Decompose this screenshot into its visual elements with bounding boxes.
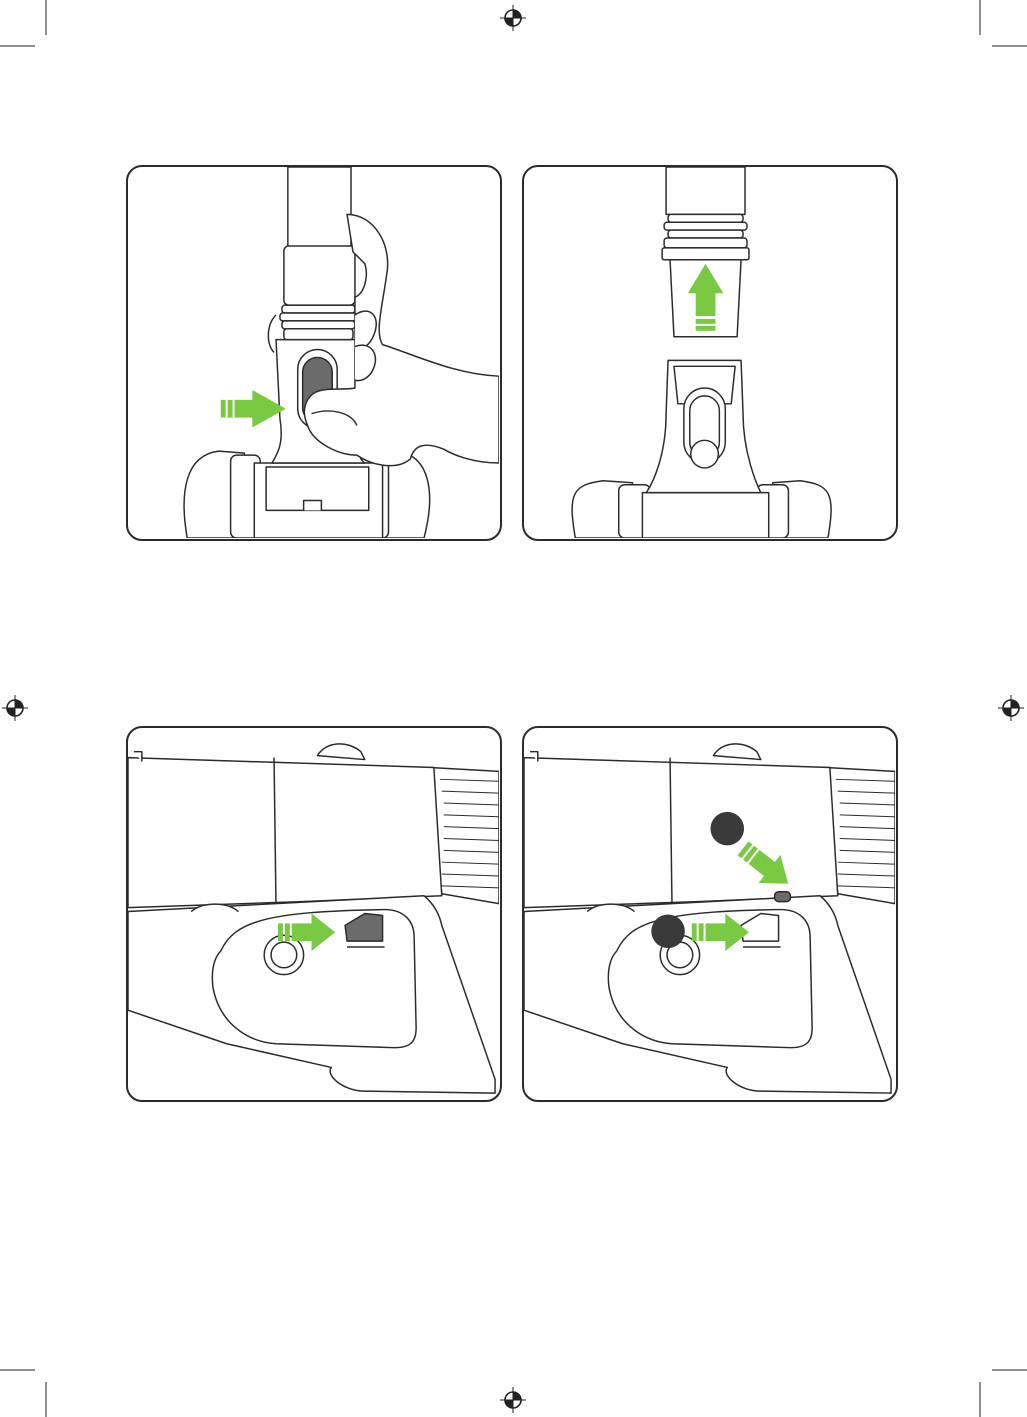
crosshair-target-icon	[500, 5, 526, 31]
crosshair-target-icon	[2, 695, 28, 721]
illustration-panel-2	[522, 165, 898, 541]
arrow-right-icon	[221, 390, 286, 427]
wand-release-illustration	[128, 167, 499, 538]
trigger-unlock-illustration	[524, 728, 895, 1099]
trigger-lock-illustration	[128, 728, 499, 1099]
illustration-panel-4	[522, 726, 898, 1102]
crosshair-target-icon	[500, 1387, 526, 1413]
step-badge-2	[651, 914, 685, 948]
illustration-panel-1	[126, 165, 502, 541]
crosshair-target-icon	[998, 695, 1024, 721]
step-badge-1	[710, 812, 744, 846]
illustration-panel-3	[126, 726, 502, 1102]
wand-removal-illustration	[524, 167, 895, 538]
